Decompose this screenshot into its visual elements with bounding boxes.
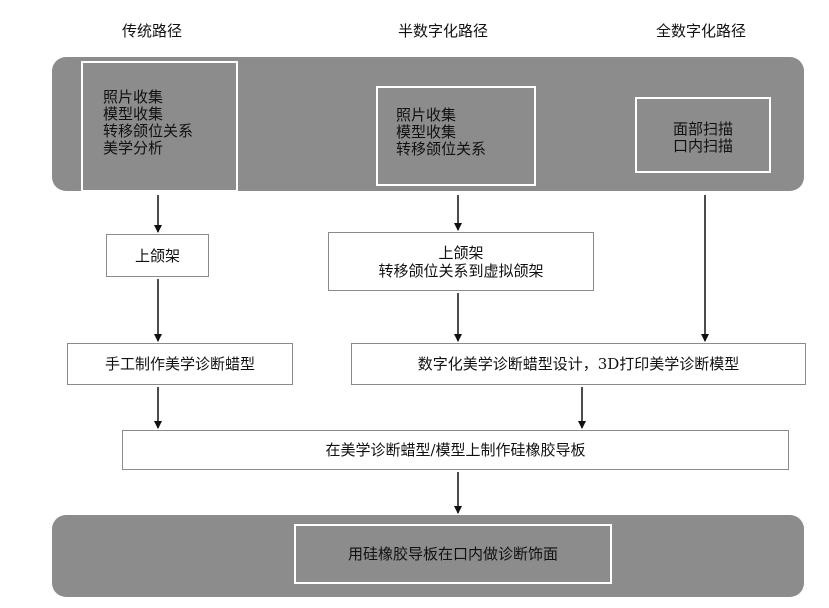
step-label: 转移颌位关系到虚拟颌架 — [378, 261, 544, 280]
column-title-semi-digital: 半数字化路径 — [398, 22, 489, 40]
traditional-item: 模型收集 — [103, 105, 164, 123]
full-digital-item: 面部扫描 — [672, 120, 733, 138]
step-label: 手工制作美学诊断蜡型 — [104, 355, 255, 373]
step-articulator-semi-digital: 上颌架 转移颌位关系到虚拟颌架 — [328, 232, 594, 291]
traditional-item: 照片收集 — [103, 88, 164, 106]
traditional-collection-box: 照片收集 模型收集 转移颌位关系 美学分析 — [81, 61, 238, 192]
final-step-box: 用硅橡胶导板在口内做诊断饰面 — [294, 524, 612, 584]
step-label: 上颌架 — [134, 246, 180, 265]
step-label: 数字化美学诊断蜡型设计，3D打印美学诊断模型 — [417, 355, 740, 373]
step-manual-wax-up: 手工制作美学诊断蜡型 — [67, 343, 293, 385]
semi-digital-item: 照片收集 — [396, 106, 457, 124]
step-digital-wax-up: 数字化美学诊断蜡型设计，3D打印美学诊断模型 — [351, 343, 806, 385]
semi-digital-item: 转移颌位关系 — [396, 140, 487, 158]
column-title-full-digital: 全数字化路径 — [656, 22, 747, 40]
column-title-traditional: 传统路径 — [122, 22, 183, 40]
full-digital-item: 口内扫描 — [672, 137, 733, 155]
step-label: 上颌架 — [438, 243, 484, 262]
semi-digital-item: 模型收集 — [396, 123, 457, 141]
step-label: 用硅橡胶导板在口内做诊断饰面 — [347, 544, 558, 563]
step-silicone-guide: 在美学诊断蜡型/模型上制作硅橡胶导板 — [122, 430, 789, 470]
traditional-item: 美学分析 — [103, 139, 164, 157]
step-articulator-traditional: 上颌架 — [106, 234, 209, 277]
step-label: 在美学诊断蜡型/模型上制作硅橡胶导板 — [325, 441, 586, 459]
traditional-item: 转移颌位关系 — [103, 122, 194, 140]
semi-digital-collection-box: 照片收集 模型收集 转移颌位关系 — [376, 86, 536, 186]
full-digital-collection-box: 面部扫描 口内扫描 — [635, 97, 771, 173]
